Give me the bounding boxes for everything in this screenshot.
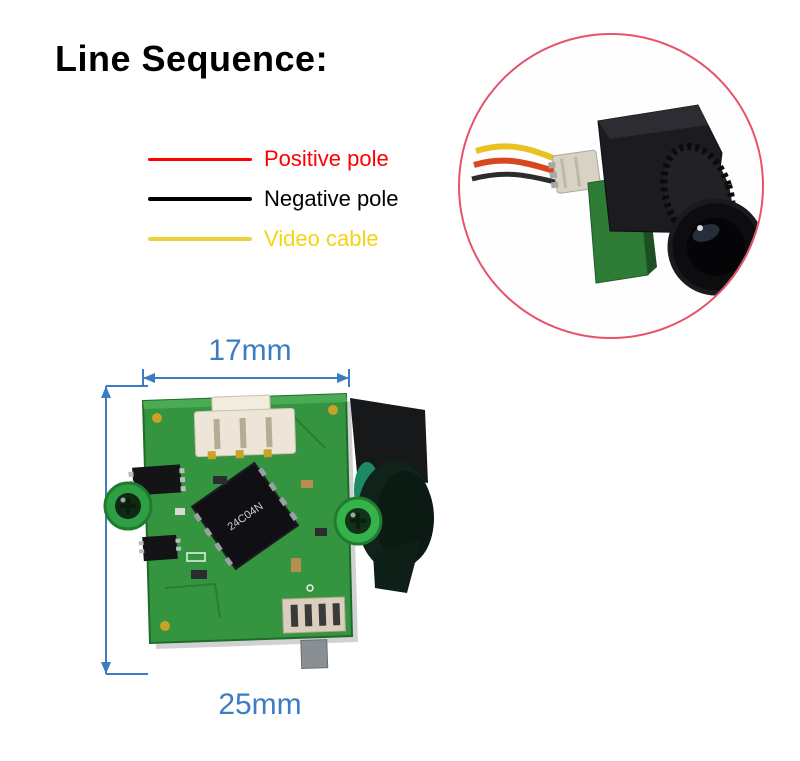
- legend-item-video: Video cable: [148, 227, 379, 251]
- height-dimension-label: 25mm: [218, 688, 302, 721]
- height-dimension-line: [101, 385, 148, 675]
- pad2: [328, 405, 338, 415]
- passive6: [175, 508, 185, 515]
- positive-wire-line: [148, 157, 252, 161]
- legend-item-negative: Negative pole: [148, 187, 399, 211]
- main-ic-chip: 24C04N: [190, 461, 300, 571]
- passive3: [191, 570, 207, 579]
- camera-module-photo: [471, 104, 762, 296]
- silkscreen-box: [186, 552, 206, 562]
- camera-body-top: [598, 105, 708, 139]
- silkscreen-circle: [306, 584, 314, 592]
- pad1: [152, 413, 162, 423]
- trace2: [294, 417, 326, 449]
- passive2: [301, 480, 313, 488]
- camera-photo-inset: [458, 33, 764, 339]
- trace1: [164, 582, 221, 619]
- pad3: [160, 621, 170, 631]
- video-cable-label: Video cable: [264, 226, 379, 251]
- width-dimension-line: [142, 369, 350, 387]
- black-wire: [471, 171, 561, 186]
- passive4: [291, 558, 301, 572]
- lens-mount-back: [350, 398, 428, 483]
- lens-highlight: [697, 225, 703, 231]
- video-wire-line: [148, 237, 252, 241]
- negative-pole-label: Negative pole: [264, 186, 399, 211]
- right-screw: [333, 496, 383, 546]
- bottom-connector: [281, 596, 346, 670]
- soic-chip-2: [138, 534, 182, 562]
- red-wire: [473, 157, 563, 176]
- width-dimension-label: 17mm: [208, 334, 292, 367]
- positive-pole-label: Positive pole: [264, 146, 389, 171]
- jst-connector: [193, 394, 297, 460]
- page-title: Line Sequence:: [55, 38, 329, 79]
- lens-barrel-bottom: [373, 540, 421, 593]
- bottom-tab: [300, 639, 329, 670]
- left-screw: [103, 481, 153, 531]
- legend-item-positive: Positive pole: [148, 147, 389, 171]
- passive5: [315, 528, 327, 536]
- passive1: [213, 476, 227, 484]
- pcb-photo: 24C04N: [103, 392, 434, 670]
- negative-wire-line: [148, 197, 252, 201]
